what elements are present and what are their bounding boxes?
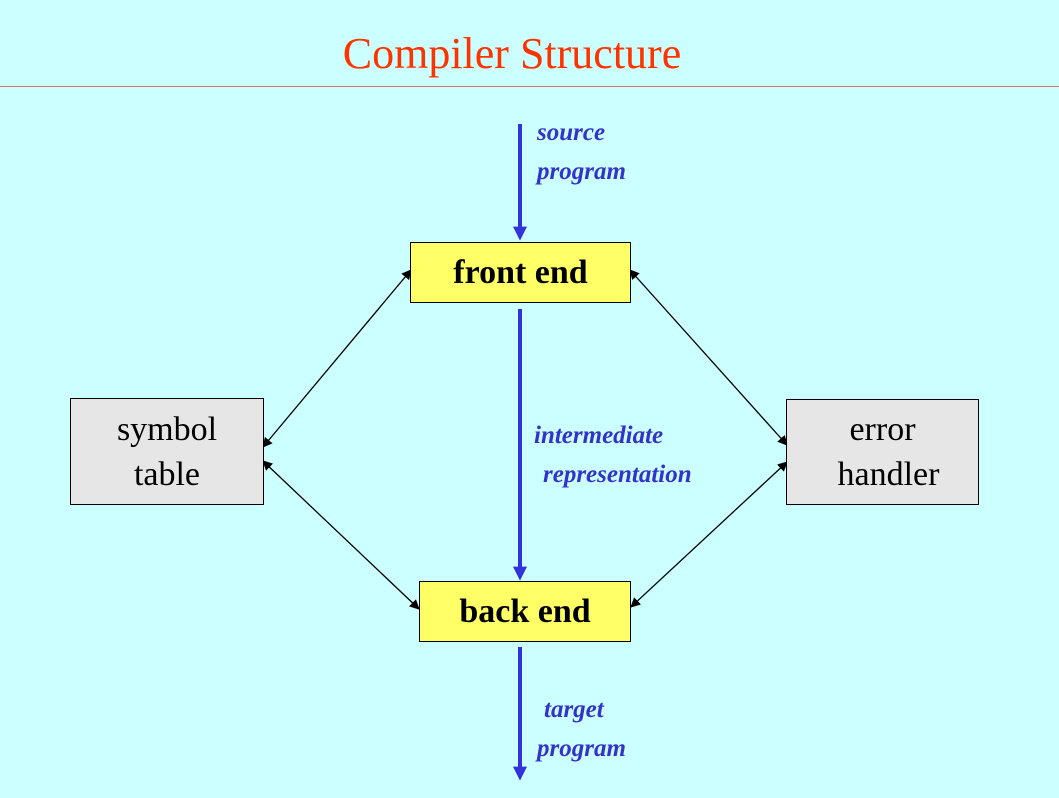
title-divider — [0, 86, 1059, 87]
intermediate-representation-label: intermediate representation — [534, 416, 692, 494]
back-end-box: back end — [419, 581, 631, 642]
intermediate-representation-line-1: intermediate — [534, 422, 664, 449]
symbol-table-line-1: symbol — [116, 410, 218, 448]
source-program-line-1: source — [537, 119, 606, 146]
symbol-table-box: symbol table — [70, 398, 264, 505]
target-program-line-2: program — [537, 735, 626, 762]
symbol-table-line-2: table — [133, 455, 201, 493]
source-program-line-2: program — [537, 158, 626, 185]
target-program-line-1: target — [544, 696, 604, 723]
error-handler-line-2: handler — [837, 456, 940, 493]
intermediate-representation-line-2: representation — [543, 461, 692, 488]
error-handler-back-end-connector — [630, 461, 788, 608]
symbol-table-back-end-connector — [262, 460, 420, 610]
error-handler-front-end-connector — [629, 269, 788, 446]
error-handler-line-1: error — [849, 411, 916, 448]
front-end-box: front end — [410, 242, 631, 303]
source-program-label: source program — [537, 113, 626, 191]
target-program-label: target program — [537, 690, 626, 768]
page-title: Compiler Structure — [342, 29, 682, 78]
error-handler-box: error handler — [786, 399, 979, 505]
symbol-table-front-end-connector — [262, 269, 412, 448]
